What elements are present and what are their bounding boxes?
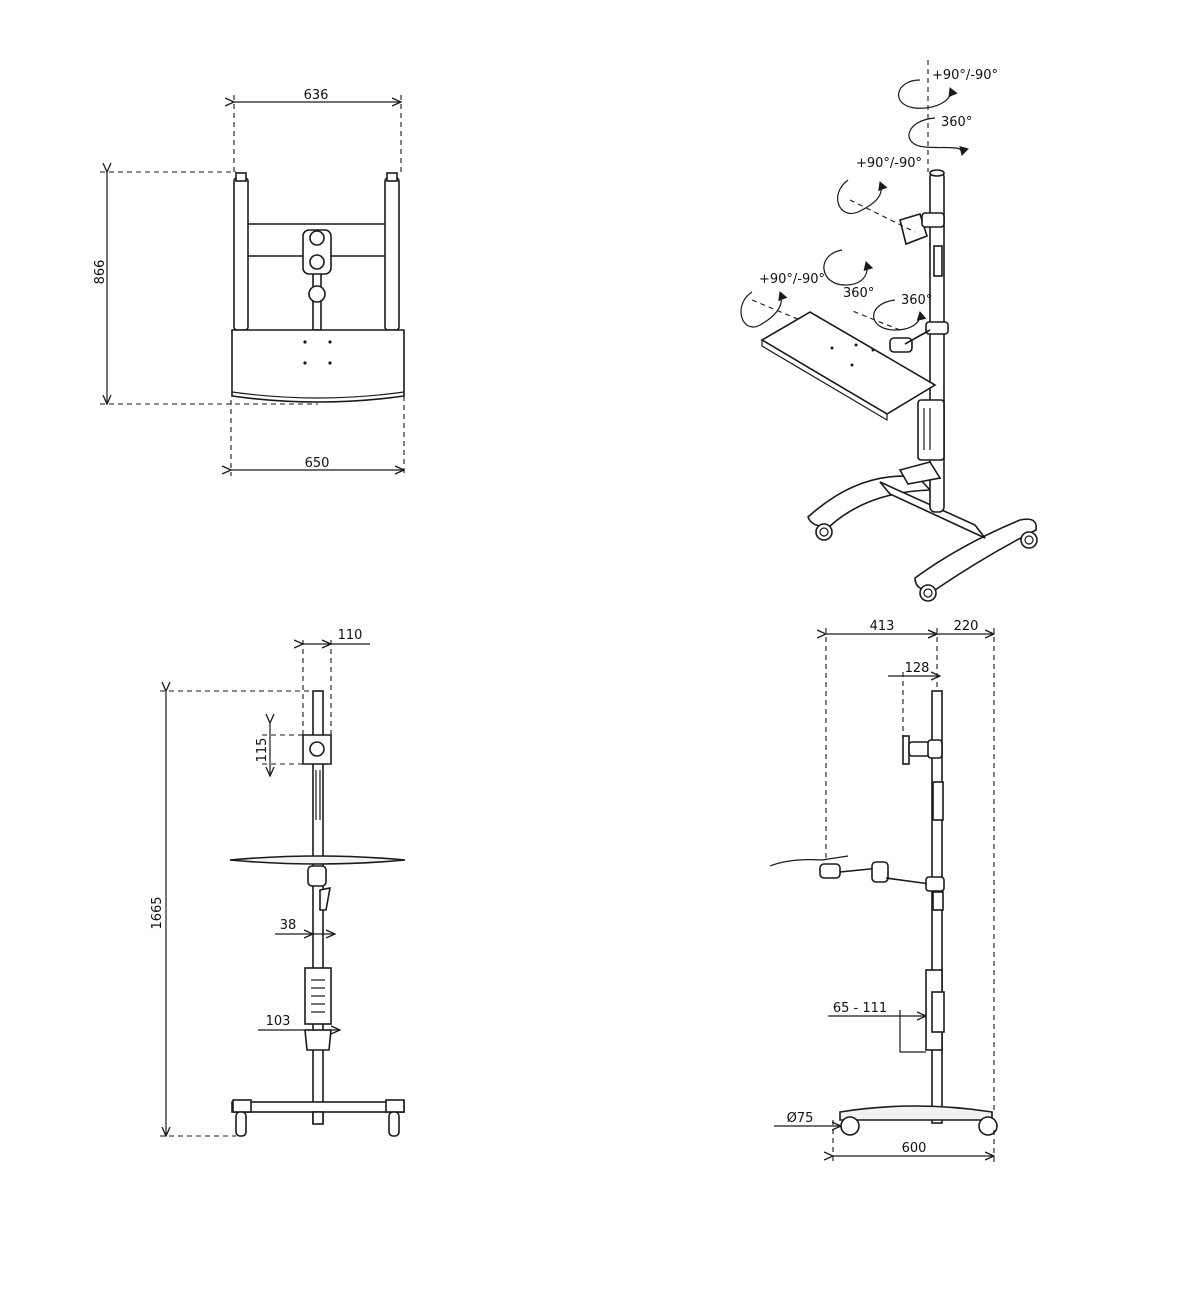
rot-label-360-tray: 360° bbox=[843, 286, 874, 301]
rot-label-360-arm: 360° bbox=[901, 293, 932, 308]
dim-label-650: 650 bbox=[305, 456, 330, 471]
side-base bbox=[839, 1105, 993, 1121]
rotation-arrow-360-arm bbox=[873, 299, 927, 331]
side-view: 413 220 128 65 - 111 Ø75 600 bbox=[769, 619, 998, 1162]
caster-1 bbox=[815, 523, 833, 541]
left-post-cap bbox=[235, 172, 247, 182]
left-post bbox=[233, 177, 249, 331]
dim-label-128: 128 bbox=[905, 661, 930, 676]
dim-label-115: 115 bbox=[255, 738, 270, 763]
rot-label-vesa: +90°/-90° bbox=[856, 156, 922, 171]
iso-tray bbox=[760, 311, 937, 415]
front-caster-left bbox=[235, 1111, 247, 1137]
rotation-arrow-top bbox=[897, 79, 958, 109]
rotation-arrow-tray bbox=[740, 291, 788, 328]
caster-2 bbox=[919, 584, 937, 602]
dim-label-wheel: Ø75 bbox=[787, 1111, 814, 1126]
front-caster-right bbox=[388, 1111, 400, 1137]
side-caster-front bbox=[840, 1116, 860, 1136]
dim-label-413: 413 bbox=[870, 619, 895, 634]
pivot-knob bbox=[308, 285, 326, 303]
rotation-arrow-vesa bbox=[837, 179, 888, 215]
tray bbox=[231, 329, 405, 403]
dim-label-103: 103 bbox=[266, 1014, 291, 1029]
iso-cpu-holder bbox=[917, 399, 945, 461]
dim-label-1665: 1665 bbox=[150, 896, 165, 929]
dim-label-110: 110 bbox=[338, 628, 363, 643]
rotation-arrow-360-tray bbox=[823, 249, 874, 286]
dim-label-636: 636 bbox=[304, 88, 329, 103]
dim-label-65-111: 65 - 111 bbox=[833, 1001, 887, 1016]
top-view: 636 650 866 bbox=[93, 88, 404, 476]
front-view: 110 115 1665 38 103 bbox=[150, 628, 406, 1137]
dim-label-600: 600 bbox=[902, 1141, 927, 1156]
rot-label-360-top: 360° bbox=[941, 115, 972, 130]
right-post bbox=[384, 177, 400, 331]
rot-label-tray: +90°/-90° bbox=[759, 272, 825, 287]
caster-3 bbox=[1020, 531, 1038, 549]
right-post-cap bbox=[386, 172, 398, 182]
isometric-view: +90°/-90° 360° +90°/-90° +90°/-90° 360° … bbox=[740, 60, 1038, 602]
dim-label-866: 866 bbox=[93, 260, 108, 285]
front-tray bbox=[229, 855, 406, 865]
dim-label-220: 220 bbox=[954, 619, 979, 634]
side-caster-rear bbox=[978, 1116, 998, 1136]
dim-label-38: 38 bbox=[280, 918, 297, 933]
iso-vesa-plate bbox=[899, 213, 928, 246]
rotation-arrow-360-top bbox=[908, 117, 969, 156]
rot-label-top: +90°/-90° bbox=[932, 68, 998, 83]
front-base bbox=[231, 1101, 405, 1113]
